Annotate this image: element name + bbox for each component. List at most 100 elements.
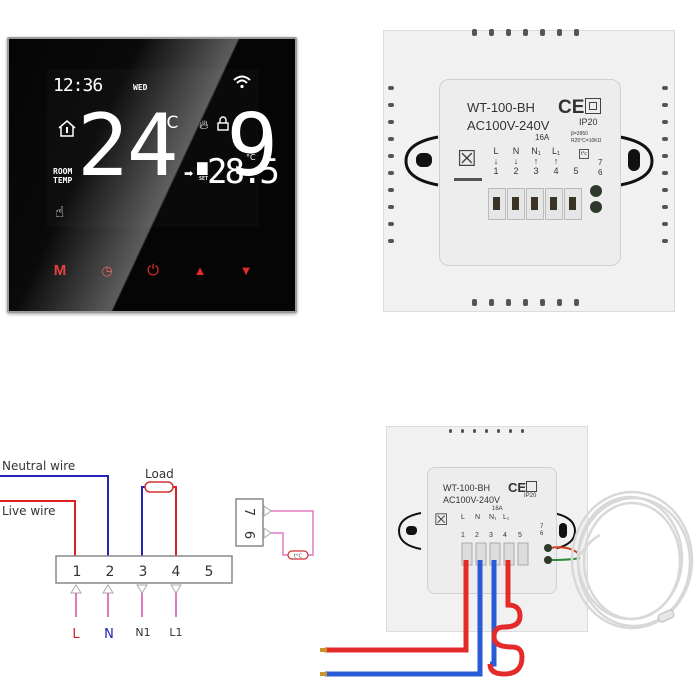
- wiring-illustration: [320, 490, 694, 677]
- weee-disposal-icon: ☒: [434, 512, 449, 529]
- load-label: Load: [145, 467, 174, 481]
- weee-bar: [454, 178, 482, 181]
- flame-icon: 🔥︎: [199, 117, 209, 132]
- wifi-icon: [233, 75, 251, 92]
- right-vents: [662, 86, 670, 246]
- sensor-terminal-6: 6: [540, 531, 544, 537]
- sensor-terminal-7: 7: [598, 158, 603, 167]
- room-temp-unit: °C: [158, 113, 179, 133]
- ip-rating: IP20: [524, 493, 537, 499]
- sun-icon: ☼: [200, 160, 209, 170]
- wired-back-panel: WT-100-BH AC100V-240V CE IP20 16A ☒ L N …: [386, 426, 588, 632]
- label-neutral: N: [104, 627, 114, 642]
- sensor-wire-red: [549, 546, 581, 556]
- live-cable-tip: [320, 648, 327, 652]
- left-vents: [388, 86, 396, 246]
- sensor-label: t°C: [294, 554, 303, 560]
- wiring-diagram: Neutral wire Live wire Load 1 2 3 4 5 L …: [0, 459, 314, 642]
- sensor-wire-7: [271, 510, 314, 556]
- sensor-r25: R25°C=10KΩ: [571, 138, 602, 144]
- current-rating: 16A: [535, 133, 550, 142]
- terminal-label: L₁↑4: [551, 146, 561, 176]
- set-label: SET: [199, 176, 209, 182]
- temperature-sensor-symbol: [287, 550, 309, 560]
- sensor-terminal-6: 6: [241, 531, 256, 539]
- load-live-wire: [171, 486, 177, 556]
- sensor-terminal-6: 6: [598, 168, 603, 177]
- neutral-cable: [325, 560, 483, 677]
- sensor-wire-green: [549, 557, 581, 561]
- neutral-wire-label: Neutral wire: [2, 459, 75, 473]
- terminal-module: WT-100-BH AC100V-240V CE IP20 16A β=3950…: [439, 79, 621, 266]
- sensor-symbol: t°c: [579, 149, 589, 159]
- terminal-label: L↓1: [493, 146, 499, 176]
- ce-mark: CE: [508, 480, 527, 495]
- current-rating: 16A: [492, 506, 503, 512]
- sensor-screw: [590, 201, 602, 213]
- sensor-wire-6: [271, 532, 288, 556]
- double-insulation-icon: [585, 98, 601, 114]
- terminal-1: 1: [73, 564, 82, 580]
- model-label: WT-100-BH: [467, 100, 535, 115]
- clock-button[interactable]: ◷: [101, 263, 113, 278]
- room-temperature: 24.9: [77, 96, 278, 196]
- model-label: WT-100-BH: [443, 483, 491, 493]
- input-arrows: [70, 584, 182, 617]
- thermostat-back-panel: WT-100-BH AC100V-240V CE IP20 16A β=3950…: [383, 29, 675, 312]
- label-n1: N1: [135, 626, 150, 639]
- sensor-probe: [657, 609, 675, 623]
- bottom-vents: [472, 299, 582, 309]
- terminal-strip: [55, 555, 233, 584]
- voltage-label: AC100V-240V: [467, 118, 550, 133]
- neutral-cable-tip: [320, 672, 327, 676]
- weee-disposal-icon: ☒: [457, 146, 477, 171]
- label-l1: L1: [169, 626, 182, 639]
- up-button[interactable]: ▲: [193, 263, 207, 278]
- live-cable: [325, 560, 469, 653]
- terminal-label: 5: [573, 166, 579, 176]
- arrow-right-icon: ➡: [184, 168, 194, 180]
- load-neutral-wire: [141, 486, 148, 556]
- live-wire-label: Live wire: [2, 504, 56, 518]
- sensor-terminal-7: 7: [540, 524, 544, 530]
- top-vents: [472, 29, 582, 39]
- clock-display: 12:36: [53, 75, 103, 96]
- hand-manual-icon: ☝︎: [55, 204, 65, 221]
- terminal-label: N₁↑3: [531, 146, 541, 176]
- voltage-label: AC100V-240V: [443, 495, 501, 505]
- load-symbol: [144, 481, 174, 493]
- power-button[interactable]: ⏻: [147, 262, 159, 279]
- screw-terminals: [461, 542, 529, 566]
- mounting-brackets: [404, 135, 654, 187]
- screw-terminal-block: [488, 188, 583, 220]
- live-wire: [0, 500, 76, 556]
- double-insulation-icon: [526, 481, 537, 492]
- down-button[interactable]: ▼: [239, 263, 253, 278]
- sensor-terminal-7: 7: [241, 508, 256, 516]
- neutral-wire: [0, 475, 109, 556]
- terminal-label: N↓2: [512, 146, 520, 176]
- sensor-beta: β=3950: [571, 131, 588, 137]
- terminal-3: 3: [139, 564, 148, 580]
- terminal-2: 2: [106, 564, 115, 580]
- set-temperature: 28.5: [207, 152, 280, 192]
- set-temp-unit: °C: [246, 153, 256, 162]
- sensor-screw: [590, 185, 602, 197]
- label-live: L: [72, 627, 80, 642]
- ce-mark: CE: [558, 97, 585, 118]
- mounting-brackets: [397, 512, 577, 550]
- sensor-terminal-block: [235, 498, 264, 547]
- mode-button[interactable]: M: [53, 262, 67, 279]
- top-vents: [449, 429, 524, 435]
- home-thermometer-icon: [57, 119, 77, 142]
- sensor-cable-coil: [570, 490, 694, 630]
- heating-load-cable: [487, 560, 525, 677]
- lock-icon: [217, 116, 229, 136]
- day-label: WED: [133, 83, 148, 92]
- terminal-5: 5: [205, 564, 214, 580]
- ip-rating: IP20: [579, 117, 598, 127]
- load-neutral-cable: [490, 560, 497, 667]
